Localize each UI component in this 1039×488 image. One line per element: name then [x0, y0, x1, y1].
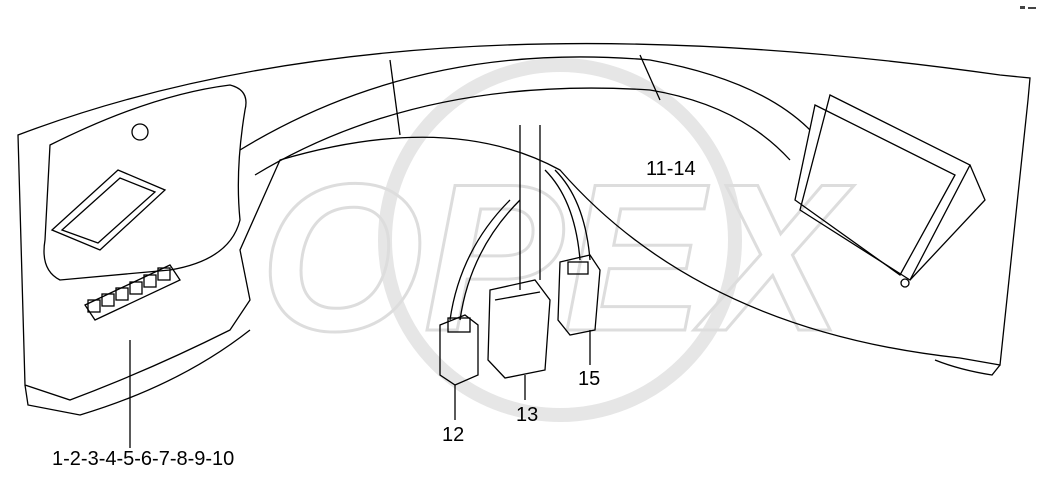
label-11-14: 11-14 — [646, 158, 696, 180]
watermark-text: OPEX — [260, 140, 854, 375]
label-13: 13 — [516, 404, 539, 426]
corner-logo-icon — [1020, 6, 1036, 9]
switch-buttons — [87, 267, 171, 313]
watermark-gear — [378, 58, 742, 422]
label-1-10: 1-2-3-4-5-6-7-8-9-10 — [52, 448, 235, 470]
dashboard-panel — [17, 42, 1031, 448]
label-12: 12 — [442, 424, 465, 446]
label-15: 15 — [578, 368, 601, 390]
